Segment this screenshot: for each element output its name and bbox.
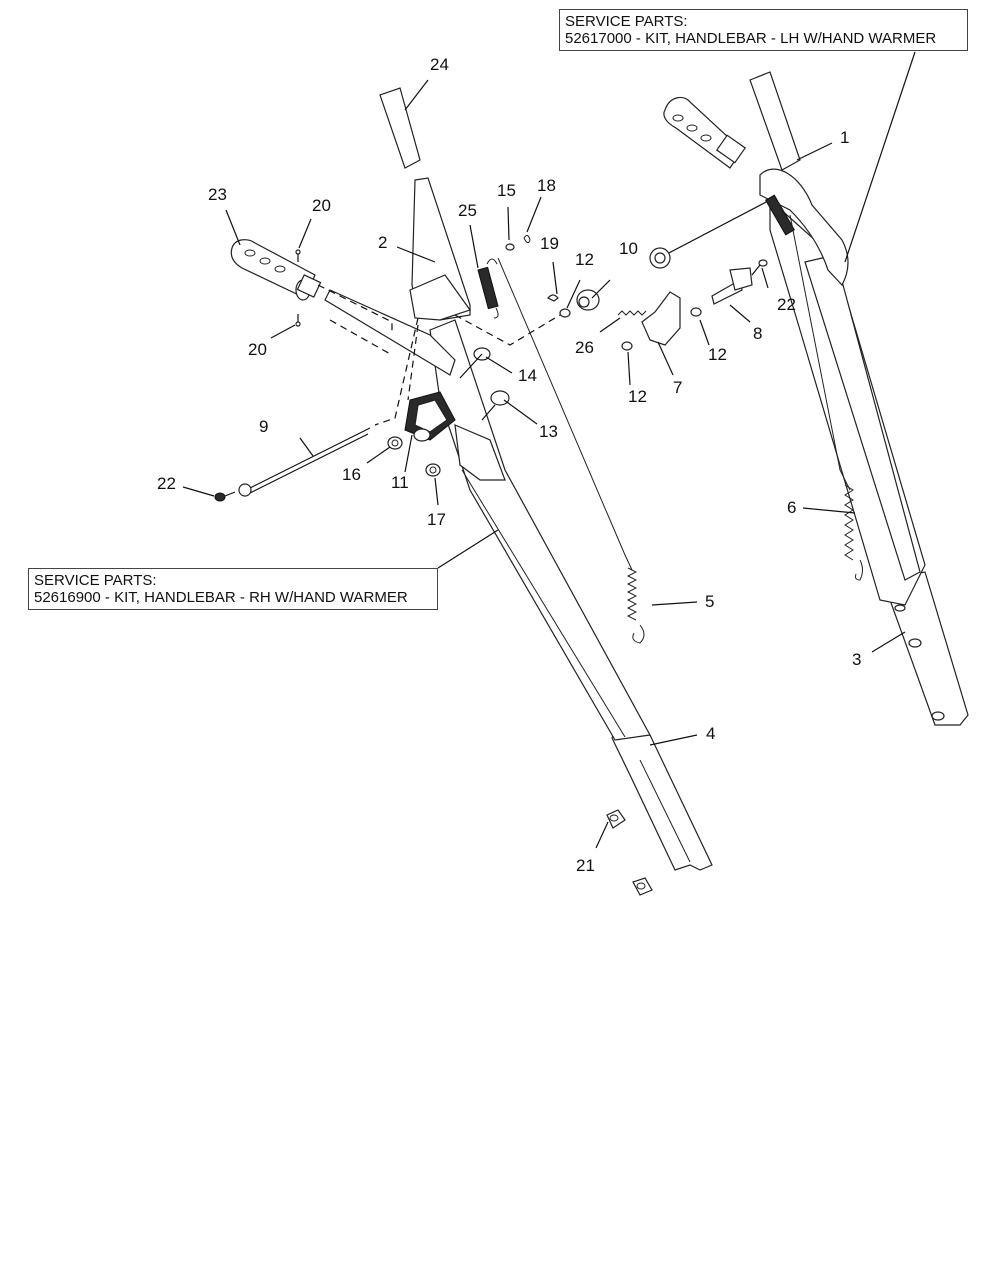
nut-12 (621, 341, 633, 351)
nut-12 (559, 308, 571, 318)
callout-20b: 20 (248, 340, 267, 359)
handle-bend-lh (759, 168, 849, 287)
callout-21: 21 (576, 856, 595, 875)
callout-19: 19 (540, 234, 559, 253)
callout-15: 15 (497, 181, 516, 200)
callout-8: 8 (753, 324, 762, 343)
control-lever (404, 391, 456, 442)
service-parts-box-lh: SERVICE PARTS: 52617000 - KIT, HANDLEBAR… (559, 9, 968, 51)
leader-service-lh (844, 51, 916, 263)
service-parts-header: SERVICE PARTS: (34, 572, 157, 589)
callout-17: 17 (427, 510, 446, 529)
bolt-21-upper (606, 809, 626, 829)
assembly-line (407, 324, 419, 401)
service-parts-kit-lh: 52617000 - KIT, HANDLEBAR - LH W/HAND WA… (565, 30, 937, 47)
assembly-line (374, 317, 419, 426)
service-parts-header: SERVICE PARTS: (565, 13, 688, 30)
callout-11: 11 (391, 473, 409, 492)
callout-24: 24 (430, 55, 449, 74)
callout-10: 10 (619, 239, 638, 258)
lower-handle-tube-rh (611, 729, 713, 871)
handle-channel-rh (454, 424, 506, 481)
callout-3: 3 (852, 650, 861, 669)
cable-rh (497, 257, 633, 571)
lh-handlebar-assembly (649, 51, 969, 726)
screw-20-top (295, 249, 301, 262)
callout-leaders (182, 79, 906, 849)
clip-19 (547, 294, 559, 302)
callout-6: 6 (787, 498, 796, 517)
callout-25: 25 (458, 201, 477, 220)
spring-25 (477, 258, 499, 319)
leader-service-rh (437, 529, 499, 569)
callout-16: 16 (342, 465, 361, 484)
callout-numbers: 1 2 3 4 5 6 7 8 9 10 11 12 12 12 13 14 1… (157, 55, 861, 875)
extension-spring-lh (844, 484, 863, 581)
callout-12b: 12 (708, 345, 727, 364)
pin-13 (481, 390, 510, 421)
service-parts-box-rh: SERVICE PARTS: 52616900 - KIT, HANDLEBAR… (28, 568, 438, 610)
rivet-lh (908, 638, 922, 648)
clip-18 (523, 234, 531, 244)
bracket-7 (641, 291, 681, 346)
rivet-lh (894, 604, 906, 612)
callout-1: 1 (840, 128, 849, 147)
upper-handle-tube-rh (429, 319, 651, 741)
nut-16 (387, 436, 403, 450)
extension-spring-rh (626, 567, 645, 644)
heated-grip-lh (663, 96, 747, 169)
callout-9: 9 (259, 417, 268, 436)
callout-22b: 22 (157, 474, 176, 493)
nut-17 (425, 463, 441, 477)
service-parts-kit-rh: 52616900 - KIT, HANDLEBAR - RH W/HAND WA… (34, 589, 408, 606)
knob-10 (576, 289, 600, 311)
pin-8 (711, 267, 753, 305)
callout-26: 26 (575, 338, 594, 357)
callout-20a: 20 (312, 196, 331, 215)
callout-4: 4 (706, 724, 715, 743)
washer-15 (505, 243, 515, 251)
bolt-21-lower (632, 877, 653, 896)
screw-20-bottom (295, 314, 301, 327)
callout-18: 18 (537, 176, 556, 195)
callout-14: 14 (518, 366, 537, 385)
callout-12c: 12 (628, 387, 647, 406)
callout-23: 23 (208, 185, 227, 204)
spring-26 (617, 310, 647, 316)
heated-grip-rh (230, 239, 322, 301)
rod-9 (238, 427, 371, 497)
nut-12 (690, 307, 702, 317)
callout-7: 7 (673, 378, 682, 397)
cable-lh (789, 214, 851, 491)
control-rod-lh (664, 199, 771, 256)
callout-12a: 12 (575, 250, 594, 269)
handle-cover-rh (379, 87, 421, 169)
callout-2: 2 (378, 233, 387, 252)
callout-22a: 22 (777, 295, 796, 314)
assembly-line (454, 311, 566, 346)
crossbar-rh (324, 289, 456, 376)
callout-13: 13 (539, 422, 558, 441)
callout-5: 5 (705, 592, 714, 611)
rivet-lh (931, 711, 945, 721)
bolt-22-left (214, 491, 236, 502)
bolt-22-right (751, 259, 768, 276)
rh-handlebar-assembly (214, 87, 768, 896)
pivot-spring-lh (764, 194, 796, 236)
assembly-line (317, 284, 393, 332)
handle-cover-lh (749, 71, 801, 171)
knob-lh (649, 247, 671, 269)
